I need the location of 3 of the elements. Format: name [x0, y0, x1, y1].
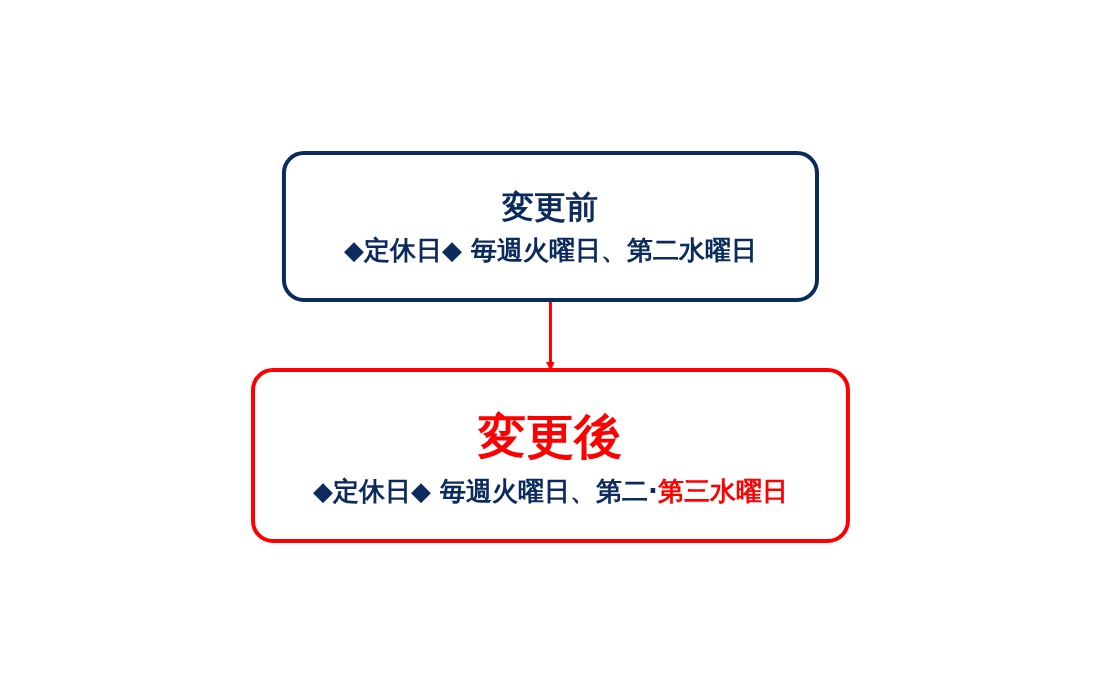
node-box: 変更前 ◆定休日◆ 毎週火曜日、第二水曜日: [281, 151, 819, 302]
node-box: 変更後 ◆定休日◆ 毎週火曜日、第二·第三水曜日: [250, 368, 850, 543]
arrow: [545, 300, 555, 371]
